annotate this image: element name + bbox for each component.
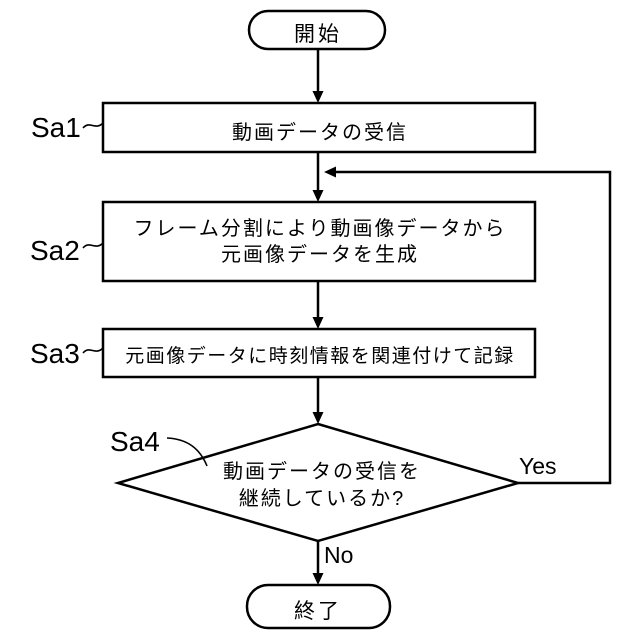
process-text-sa2-line2: 元画像データを生成 [221,244,419,266]
step-id-sa1: Sa1 [31,112,81,143]
step-id-sa4: Sa4 [110,426,160,457]
process-box-sa2 [101,200,537,283]
end-terminal-shape [245,583,392,630]
arrowhead-sa1-to-sa2 [312,190,324,202]
label-connector-sa1 [82,122,104,129]
process-text-sa2: フレーム分割により動画像データから 元画像データを生成 [134,216,507,268]
connector-yes-feedback [336,170,612,485]
branch-label-yes: Yes [519,453,557,479]
label-connector-sa3 [82,347,104,354]
process-text-sa2-line1: フレーム分割により動画像データから [133,218,507,240]
decision-text-sa4-line2: 継続しているか? [238,488,406,510]
process-text-sa1: 動画データの受信 [232,122,408,144]
start-terminal-label: 開始 [294,23,342,46]
arrowhead-sa3-to-sa4 [312,412,324,424]
process-text-sa3: 元画像データに時刻情報を関連付けて記録 [125,346,515,367]
step-id-sa3: Sa3 [30,338,80,369]
label-connector-sa2 [82,242,104,249]
process-box-sa3 [101,327,537,379]
arrowhead-yes-feedback [324,166,336,178]
decision-text-sa4-line1: 動画データの受信を [223,461,421,483]
label-connector-sa4 [166,437,208,467]
process-box-sa1 [101,101,537,154]
arrowhead-sa2-to-sa3 [312,317,324,329]
step-id-sa2: Sa2 [30,235,80,266]
end-terminal-label: 終了 [294,600,342,623]
arrowhead-start-to-sa1 [312,91,324,103]
decision-text-sa4: 動画データの受信を 継続しているか? [223,459,421,513]
arrowhead-sa4-to-end [312,573,324,585]
branch-label-no: No [324,542,354,568]
